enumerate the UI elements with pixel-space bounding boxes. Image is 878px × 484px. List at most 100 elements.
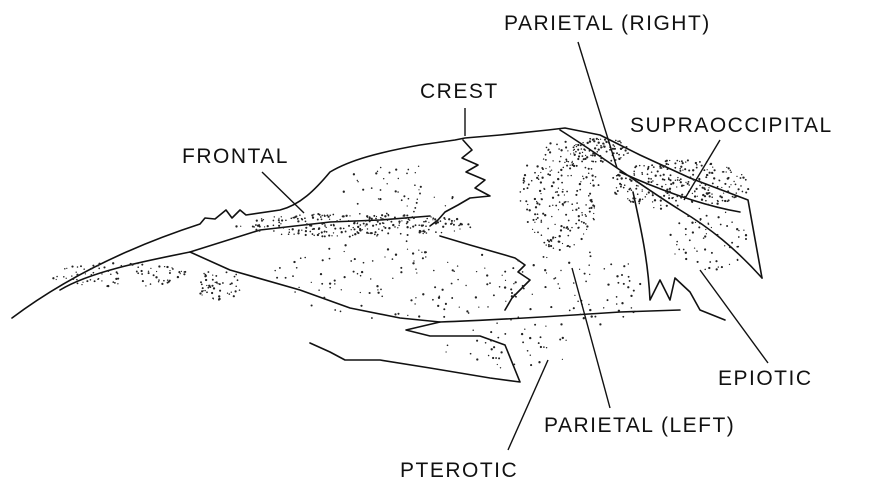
stipple-dot [387, 214, 389, 216]
stipple-dot [536, 202, 538, 204]
stipple-dot [180, 273, 181, 274]
stipple-dot [419, 193, 421, 195]
stipple-dot [376, 220, 377, 221]
stipple-dot [685, 182, 686, 183]
leader-lines [262, 42, 768, 450]
stipple-dot [311, 214, 313, 216]
stipple-dot [66, 278, 67, 279]
stipple-dot [116, 271, 118, 273]
stipple-dot [410, 227, 412, 229]
stipple-dot [527, 221, 529, 223]
stipple-dot [309, 231, 311, 233]
stipple-dot [348, 225, 350, 227]
stipple-dot [730, 184, 731, 185]
stipple-dot [599, 323, 601, 325]
stipple-dot [389, 172, 391, 174]
stipple-dot [340, 311, 342, 313]
stipple-dot [693, 179, 695, 181]
stipple-dot [628, 276, 630, 278]
stipple-dot [76, 279, 77, 280]
stipple-dot [227, 293, 228, 294]
stipple-dot [708, 223, 710, 225]
stipple-dot [583, 233, 584, 234]
stipple-dot [383, 178, 384, 179]
stipple-dot [158, 279, 160, 281]
stipple-dot [683, 185, 684, 186]
stipple-dot [574, 154, 576, 156]
stipple-dot [591, 199, 592, 200]
stipple-dot [366, 215, 368, 217]
stipple-dot [617, 190, 619, 192]
stipple-dot [342, 215, 344, 217]
stipple-dot [570, 165, 571, 166]
stipple-dot [629, 280, 631, 282]
stipple-dot [593, 213, 594, 214]
stipple-dot [487, 306, 489, 308]
stipple-dot [635, 165, 637, 167]
stipple-dot [627, 174, 628, 175]
stipple-dot [592, 204, 594, 206]
stipple-dot [368, 232, 370, 234]
stipple-dot [344, 251, 345, 252]
stipple-dot [646, 194, 647, 195]
stipple-dot [580, 238, 582, 240]
stipple-dot [292, 228, 294, 230]
stipple-dot [667, 168, 669, 170]
stipple-dot [297, 220, 299, 222]
stipple-dot [594, 153, 595, 154]
stipple-dot [550, 245, 552, 247]
stipple-dot [114, 282, 116, 284]
stipple-dot [569, 230, 571, 232]
stipple-dot [625, 149, 627, 151]
stipple-dot [261, 220, 263, 222]
stipple-dot [283, 227, 285, 229]
stipple-dot [150, 283, 152, 285]
stipple-dot [569, 167, 571, 169]
stipple-dot [587, 142, 589, 144]
stipple-dot [392, 278, 393, 279]
stipple-dot [682, 162, 684, 164]
stipple-dot [551, 169, 552, 170]
stipple-dot [668, 197, 670, 199]
stipple-dot [264, 226, 265, 227]
stipple-dot [394, 226, 396, 228]
stipple-dot [585, 223, 587, 225]
stipple-dot [698, 226, 700, 228]
stipple-dot [321, 283, 323, 285]
stipple-dot [589, 309, 591, 311]
stipple-dot [575, 209, 577, 211]
stipple-dot [515, 281, 517, 283]
stipple-dot [575, 144, 576, 145]
stipple-dot [416, 202, 418, 204]
stipple-dot [637, 193, 639, 195]
stipple-dot [137, 272, 139, 274]
stipple-dot [674, 162, 676, 164]
stipple-dot [309, 225, 311, 227]
stipple-dot [445, 303, 447, 305]
stipple-dot [447, 262, 448, 263]
stipple-dot [329, 282, 331, 284]
stipple-dot [423, 230, 424, 231]
stipple-dot [623, 187, 625, 189]
stipple-dot [466, 310, 468, 312]
stipple-dot [573, 282, 575, 284]
stipple-dot [553, 247, 554, 248]
stipple-dot [602, 161, 604, 163]
stipple-dot [362, 229, 363, 230]
stipple-dot [256, 220, 258, 222]
stipple-dot [669, 188, 671, 190]
stipple-dot [695, 188, 697, 190]
stipple-dot [486, 283, 488, 285]
stipple-dot [327, 214, 328, 215]
stipple-dot [659, 167, 661, 169]
stipple-dot [596, 138, 598, 140]
stipple-dot [576, 190, 578, 192]
leader-frontal [262, 172, 304, 213]
stipple-dot [407, 234, 409, 236]
stipple-dot [476, 271, 477, 272]
stipple-dot [398, 221, 400, 223]
stipple-dot [688, 169, 690, 171]
stipple-dot [274, 270, 275, 271]
stipple-dot [207, 271, 209, 273]
stipple-dot [201, 290, 203, 292]
